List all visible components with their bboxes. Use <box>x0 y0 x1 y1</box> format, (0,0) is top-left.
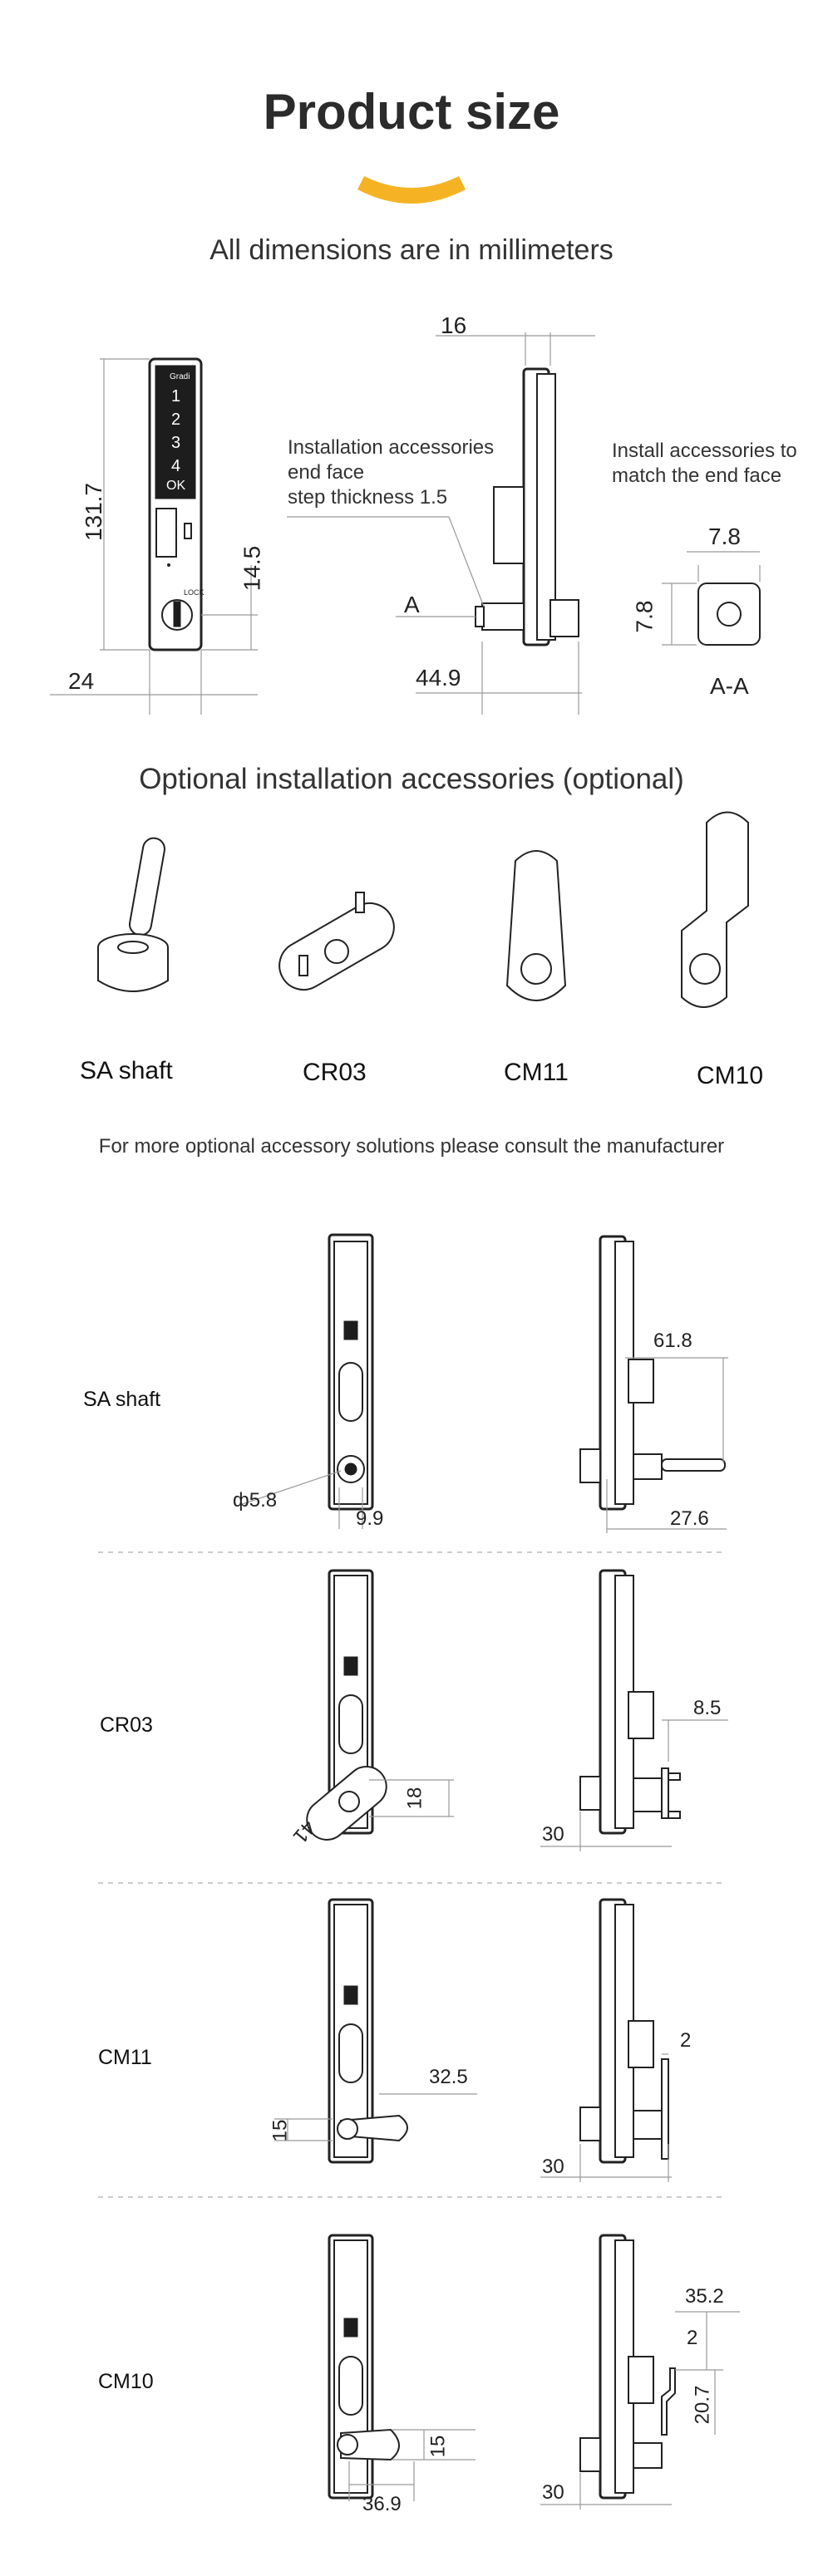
dim-square-w: 7.8 <box>708 524 741 549</box>
row-label-cm10: CM10 <box>98 2370 154 2393</box>
cm10-dim-a: 15 <box>426 2435 450 2458</box>
page-title: Product size <box>263 84 560 140</box>
cm11-icon <box>505 850 567 1001</box>
sa-shaft-icon <box>97 837 169 992</box>
cm11-dim-b: 15 <box>269 2119 292 2142</box>
cm11-side <box>579 1898 669 2164</box>
note-left-2: end face <box>288 461 365 484</box>
section-view-label: A-A <box>710 673 749 699</box>
dim-height: 131.7 <box>81 482 107 542</box>
cm10-dim-e: 20.7 <box>691 2385 714 2425</box>
accessory-label-sa-shaft: SA shaft <box>80 1057 173 1084</box>
cm10-dim-b: 36.9 <box>362 2493 402 2515</box>
cm11-dim-c: 2 <box>680 2029 692 2052</box>
sa-shaft-side <box>579 1235 726 1511</box>
sa-dim-c: 61.8 <box>653 1330 692 1352</box>
key-1: 1 <box>171 387 181 406</box>
sa-dim-b: 9.9 <box>356 1507 384 1530</box>
key-4: 4 <box>171 457 181 475</box>
sa-dim-d: 27.6 <box>670 1507 709 1530</box>
cm10-icon <box>681 811 749 1008</box>
cm10-side <box>579 2234 676 2500</box>
cm10-front <box>328 2234 400 2500</box>
svg-text:LOCK: LOCK <box>184 588 205 597</box>
accessory-label-cm11: CM11 <box>504 1059 569 1086</box>
cm11-dim-d: 30 <box>542 2156 564 2178</box>
cm11-dim-a: 32.5 <box>429 2066 468 2088</box>
note-left-3: step thickness 1.5 <box>288 486 448 509</box>
accessories-heading: Optional installation accessories (optio… <box>139 763 684 795</box>
sa-shaft-front <box>328 1233 374 1511</box>
dim-square-h: 7.8 <box>631 600 658 633</box>
key-2: 2 <box>171 410 181 429</box>
accent-arc <box>357 176 466 204</box>
dim-thickness: 16 <box>441 312 467 338</box>
cm11-front <box>328 1898 408 2164</box>
key-ok: OK <box>166 479 186 493</box>
accessories-note: For more optional accessory solutions pl… <box>98 1135 725 1158</box>
sa-dim-a: ф5.8 <box>233 1489 278 1512</box>
section-marker: A <box>404 592 420 617</box>
cr03-dim-d: 30 <box>542 1823 564 1846</box>
note-left-1: Installation accessories <box>288 436 495 459</box>
cm10-dim-f: 30 <box>542 2481 564 2504</box>
row-label-cr03: CR03 <box>100 1713 153 1737</box>
dim-width: 24 <box>68 668 95 694</box>
lock-side-view <box>475 367 579 646</box>
key-3: 3 <box>171 434 181 452</box>
dim-depth: 44.9 <box>416 665 461 691</box>
accessory-label-cm10: CM10 <box>697 1062 764 1089</box>
cr03-front <box>306 1569 387 1841</box>
cr03-dim-a: 18 <box>403 1787 426 1810</box>
row-label-cm11: CM11 <box>98 2046 152 2069</box>
brand-mark: Gradi <box>170 372 190 381</box>
subtitle: All dimensions are in millimeters <box>209 234 614 266</box>
cr03-icon <box>278 892 395 991</box>
cm10-dim-d: 2 <box>687 2327 698 2349</box>
cr03-dim-c: 8.5 <box>693 1697 722 1719</box>
dim-knob-offset: 14.5 <box>239 545 265 592</box>
note-right-2: match the end face <box>612 465 782 487</box>
note-right-1: Install accessories to <box>612 440 797 462</box>
cr03-side <box>579 1569 681 1835</box>
cm10-dim-c: 35.2 <box>685 2285 724 2308</box>
lock-front-view: LOCK <box>148 357 205 651</box>
row-label-sa-shaft: SA shaft <box>83 1388 161 1411</box>
accessory-label-cr03: CR03 <box>303 1059 367 1086</box>
